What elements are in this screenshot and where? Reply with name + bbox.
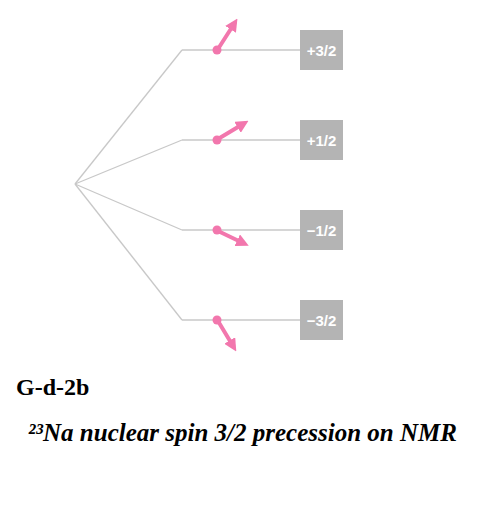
spin-arrow bbox=[218, 24, 234, 49]
splitting-line bbox=[75, 140, 182, 184]
spin-arrow bbox=[218, 231, 243, 243]
nucleus-dot bbox=[213, 226, 222, 235]
splitting-line bbox=[75, 50, 182, 184]
spin-state-box: −3/2 bbox=[300, 300, 343, 340]
spin-quantum-number: +3/2 bbox=[307, 42, 337, 59]
spin-arrow bbox=[218, 124, 243, 139]
splitting-line bbox=[75, 184, 182, 320]
energy-level bbox=[182, 139, 300, 140]
spin-quantum-number: −3/2 bbox=[307, 312, 337, 329]
spin-state-box: −1/2 bbox=[300, 210, 343, 250]
spin-arrow bbox=[218, 321, 233, 346]
nucleus-dot bbox=[213, 316, 222, 325]
energy-level bbox=[182, 49, 300, 50]
spin-quantum-number: +1/2 bbox=[307, 132, 337, 149]
energy-level bbox=[182, 319, 300, 320]
spin-quantum-number: −1/2 bbox=[307, 222, 337, 239]
figure-caption: ²³Na nuclear spin 3/2 precession on NMR bbox=[20, 414, 465, 452]
figure-title: G-d-2b bbox=[16, 374, 89, 401]
energy-level bbox=[182, 229, 300, 230]
spin-state-box: +3/2 bbox=[300, 30, 343, 70]
nucleus-dot bbox=[213, 46, 222, 55]
splitting-line bbox=[75, 184, 182, 230]
spin-state-box: +1/2 bbox=[300, 120, 343, 160]
nucleus-dot bbox=[213, 136, 222, 145]
